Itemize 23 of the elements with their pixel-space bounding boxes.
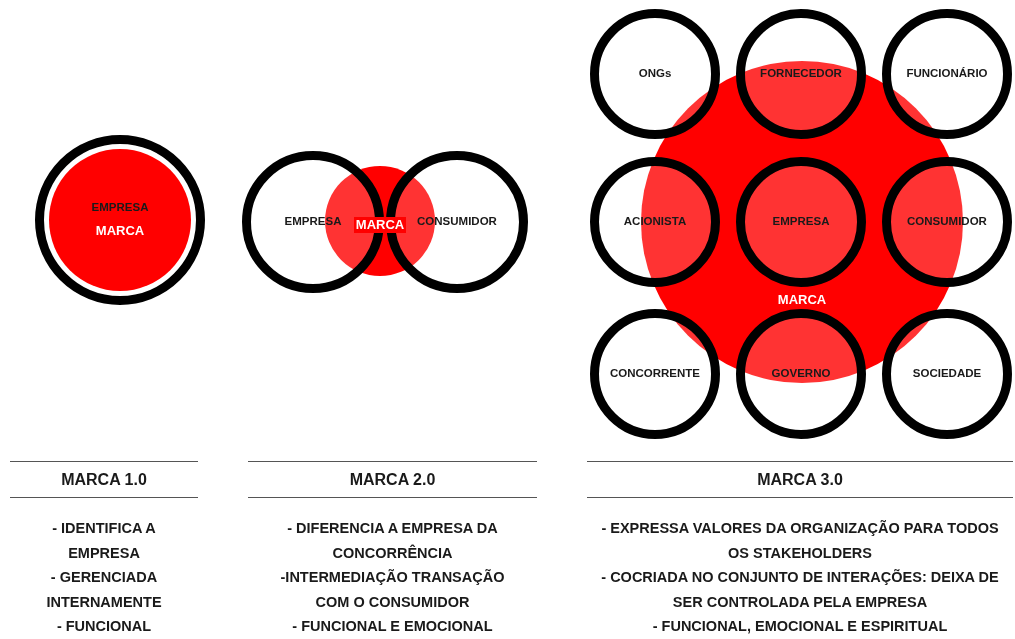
column-heading: MARCA 3.0	[587, 461, 1013, 498]
node-label: EMPRESA	[772, 215, 830, 229]
node-label: EMPRESA	[91, 201, 149, 216]
node-label: GOVERNO	[771, 367, 831, 381]
node-label: CONCORRENTE	[609, 367, 701, 381]
node-label: MARCA	[353, 217, 407, 233]
node-label: MARCA	[777, 292, 827, 308]
node-label: FUNCIONÁRIO	[906, 67, 988, 81]
column-heading: MARCA 2.0	[248, 461, 537, 498]
node-label: MARCA	[95, 223, 145, 239]
bullet-text: - COCRIADA NO CONJUNTO DE INTERAÇÕES: DEIXA DE SER CONTROLADA PELA EMPRESA	[600, 568, 1000, 612]
node-label: SOCIEDADE	[912, 367, 982, 381]
bullet-text: - FUNCIONAL, EMOCIONAL E ESPIRITUAL	[652, 617, 948, 636]
node-label: ONGs	[638, 67, 672, 81]
bullet-text: -INTERMEDIAÇÃO TRANSAÇÃO COM O CONSUMIDOR	[279, 568, 506, 612]
bullet-text: - IDENTIFICA A EMPRESA	[51, 519, 157, 563]
bullet-text: - EXPRESSA VALORES DA ORGANIZAÇÃO PARA TODOS OS STAKEHOLDERS	[600, 519, 1000, 563]
column-heading: MARCA 1.0	[10, 461, 198, 498]
bullet-text: - FUNCIONAL E EMOCIONAL	[292, 617, 493, 636]
bullet-text: - FUNCIONAL	[56, 617, 152, 636]
node-label: FORNECEDOR	[760, 67, 842, 81]
bullet-text: - DIFERENCIA A EMPRESA DA CONCORRÊNCIA	[286, 519, 499, 563]
bullet-text: - GERENCIADA INTERNAMENTE	[45, 568, 163, 612]
